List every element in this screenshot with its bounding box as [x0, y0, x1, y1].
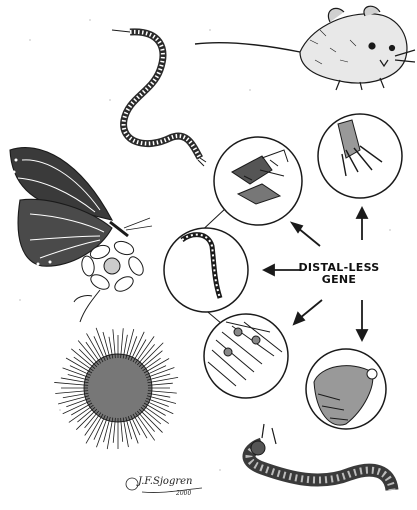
urchin-spine — [143, 405, 169, 423]
gene-label-line2: GENE — [284, 274, 394, 286]
urchin-spine — [139, 343, 163, 367]
urchin-spine — [78, 341, 99, 366]
butterfly-leg-node — [214, 137, 302, 225]
urchin-spine — [123, 418, 128, 448]
centipede-illustration — [112, 30, 206, 166]
distal-less-gene-label: DISTAL-LESS GENE — [284, 262, 394, 286]
urchin-spine — [135, 336, 154, 363]
mouse-foot-node — [318, 114, 402, 198]
urchin-spine — [139, 409, 162, 432]
centipede-leg-node — [164, 228, 248, 312]
urchin-spine — [147, 396, 176, 404]
urchin-spine — [141, 351, 162, 369]
artist-signature: J.F.Sjogren — [138, 476, 192, 487]
caterpillar-illustration — [249, 424, 392, 490]
urchin-spine — [148, 377, 179, 382]
mouse-illustration — [195, 6, 415, 90]
urchin-spine — [76, 409, 97, 430]
urchin-spine — [54, 382, 88, 385]
urchin-spine — [55, 391, 88, 394]
urchin-spine — [107, 418, 113, 450]
sea-urchin-illustration — [54, 328, 178, 449]
sea-urchin-spines-node — [204, 314, 288, 398]
urchin-spine — [103, 332, 110, 359]
urchin-spine — [121, 328, 124, 358]
signature-year: 2000 — [176, 490, 191, 497]
caterpillar-proleg-node — [306, 349, 386, 429]
urchin-spine — [71, 349, 95, 369]
